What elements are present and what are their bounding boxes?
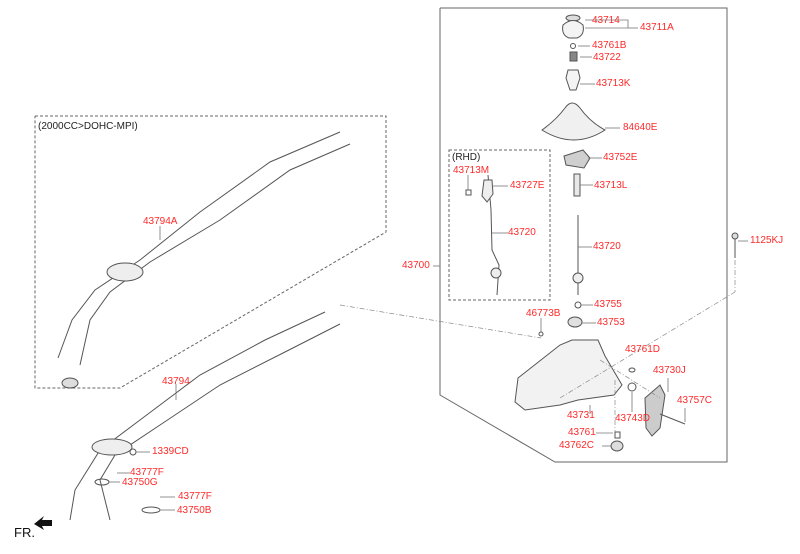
part-label-43722[interactable]: 43722: [593, 52, 621, 63]
part-label-43794A[interactable]: 43794A: [143, 216, 178, 227]
part-43761D: [628, 367, 636, 373]
engine-variant-note: (2000CC>DOHC-MPI): [38, 121, 138, 132]
boot-43713K: [565, 69, 581, 91]
cable-43794-2: [99, 323, 341, 521]
spring-43722: [569, 51, 578, 62]
front-marker: FR.: [14, 525, 35, 540]
part-label-43794[interactable]: 43794: [162, 376, 190, 387]
base-43731: [514, 339, 623, 411]
ball-43761B: [570, 43, 576, 49]
part-label-43750G[interactable]: 43750G: [122, 477, 158, 488]
part-1339CD: [129, 448, 137, 456]
part-label-43731[interactable]: 43731: [567, 410, 595, 421]
part-43713M: [465, 189, 472, 196]
part-46773B: [538, 331, 544, 337]
part-label-43750B[interactable]: 43750B: [177, 505, 212, 516]
part-43727E: [481, 179, 494, 203]
part-label-43761D[interactable]: 43761D: [625, 344, 661, 355]
part-label-1125KJ[interactable]: 1125KJ: [750, 235, 784, 246]
part-label-43755[interactable]: 43755: [594, 299, 622, 310]
part-label-43730J[interactable]: 43730J: [653, 365, 686, 376]
part-label-43713M[interactable]: 43713M: [453, 165, 490, 176]
part-label-43714[interactable]: 43714: [592, 15, 620, 26]
part-label-43713K[interactable]: 43713K: [596, 78, 631, 89]
part-label-43743D[interactable]: 43743D: [615, 413, 651, 424]
cable-43794-1: [69, 311, 326, 521]
clip-43750B: [141, 506, 161, 514]
part-label-43777F-upper[interactable]: 43777F: [130, 467, 164, 478]
grommet-43794A: [106, 262, 144, 282]
front-arrow-icon: [34, 516, 52, 530]
assembly-frame: [439, 7, 728, 463]
bracket-43752E: [563, 149, 591, 169]
part-label-43752E[interactable]: 43752E: [603, 152, 638, 163]
part-label-43761B[interactable]: 43761B: [592, 40, 627, 51]
part-label-43720-main[interactable]: 43720: [593, 241, 621, 252]
part-label-1339CD[interactable]: 1339CD: [152, 446, 189, 457]
part-label-46773B[interactable]: 46773B: [526, 308, 561, 319]
part-label-43711A[interactable]: 43711A: [640, 22, 674, 33]
part-label-43757C[interactable]: 43757C: [677, 395, 713, 406]
clip-43750G: [94, 478, 110, 486]
part-label-43727E[interactable]: 43727E: [510, 180, 545, 191]
part-label-43753[interactable]: 43753: [597, 317, 625, 328]
cable-43794A-2: [79, 143, 351, 366]
bushing-43753: [567, 316, 583, 328]
part-43762C: [610, 440, 624, 452]
rhd-box: [448, 149, 551, 301]
pin-43713L: [573, 173, 581, 197]
part-43761: [614, 431, 621, 439]
bushing-43755: [574, 301, 582, 309]
part-label-43700[interactable]: 43700: [402, 260, 430, 271]
part-label-43762C[interactable]: 43762C: [559, 440, 595, 451]
part-label-43713L[interactable]: 43713L: [594, 180, 628, 191]
grommet-43794: [91, 438, 133, 456]
part-label-84640E[interactable]: 84640E: [623, 122, 658, 133]
shift-knob: [562, 20, 584, 39]
rhd-note: (RHD): [452, 152, 481, 163]
cable-43794A-1: [57, 131, 341, 359]
boot-84640E: [541, 102, 606, 141]
bolt-43757C: [659, 413, 686, 425]
part-label-43761[interactable]: 43761: [568, 427, 596, 438]
part-43743D: [627, 382, 637, 392]
part-label-43777F-lower[interactable]: 43777F: [178, 491, 212, 502]
part-label-43720-rhd[interactable]: 43720: [508, 227, 536, 238]
plate-43730J: [644, 384, 666, 437]
variant-box: [34, 115, 387, 389]
